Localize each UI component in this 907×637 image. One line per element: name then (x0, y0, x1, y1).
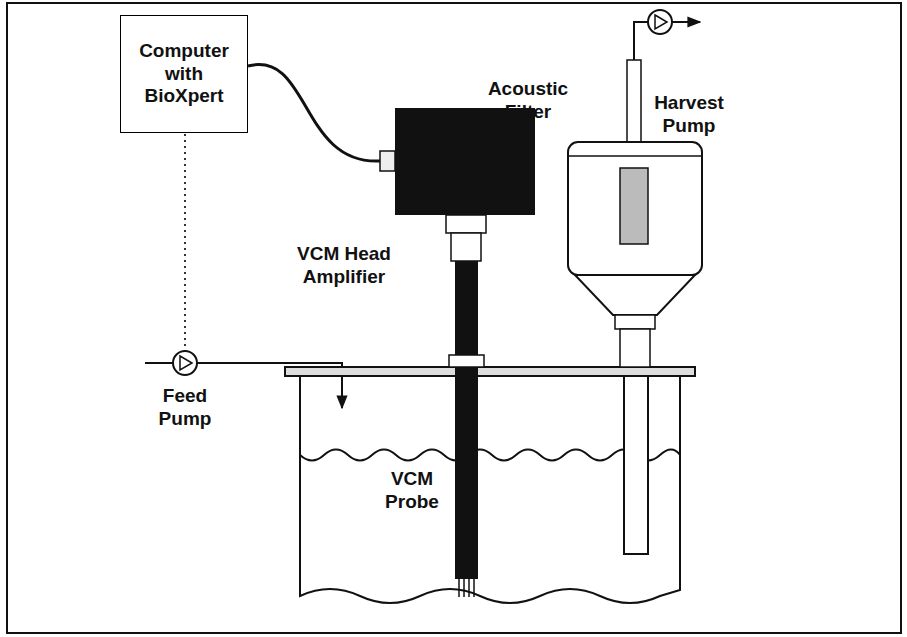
probe-electrodes (459, 579, 474, 597)
cable (248, 64, 380, 161)
probe-fitting (449, 355, 484, 367)
filter-tube (624, 376, 648, 554)
part-label: VCM Probe (376, 468, 448, 514)
harvest-pipe (672, 21, 700, 23)
filter-fitting (620, 329, 650, 367)
vcm-probe (455, 261, 478, 579)
probe-neck (446, 215, 486, 233)
pump-symbol (173, 351, 197, 375)
amplifier-body (395, 108, 535, 215)
frame (7, 3, 901, 633)
part-label: Acoustic Filter (478, 78, 578, 124)
acoustic-filter (568, 142, 702, 275)
probe-neck (451, 233, 481, 261)
control-line (184, 134, 186, 351)
part-label: VCM Head Amplifier (288, 243, 400, 289)
filter-cap (568, 155, 702, 157)
filter-outlet (627, 60, 641, 142)
filter-funnel (575, 275, 695, 315)
feed-pipe (145, 362, 173, 364)
box-text: Computer with BioXpert (135, 40, 233, 108)
vessel (300, 376, 680, 603)
part-label: Harvest Pump (648, 92, 730, 138)
filter-fitting (615, 315, 655, 329)
pump-symbol (655, 15, 667, 29)
computer-box: Computer with BioXpert (120, 15, 248, 133)
pump-symbol (648, 10, 672, 34)
vessel-lid (285, 367, 695, 376)
pump-symbol (180, 356, 192, 370)
connector (380, 151, 395, 171)
part-label: Feed Pump (152, 385, 218, 431)
filter-window (620, 168, 648, 244)
